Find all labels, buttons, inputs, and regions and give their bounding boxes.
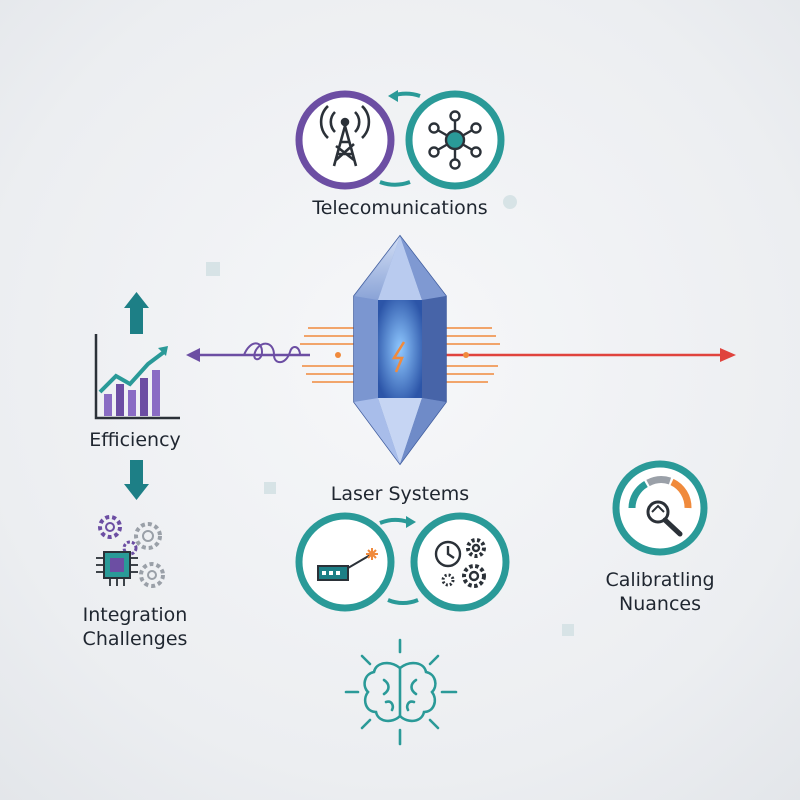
growth-chart-icon [94,334,180,420]
laser-beam [186,327,736,383]
efficiency-group [94,292,180,500]
calibration-nuances-label: Calibratling Nuances [590,568,730,616]
radio-tower-icon [319,105,371,167]
arrow-up-icon [124,292,149,334]
telecom-label: Telecomunications [312,197,488,219]
efficiency-label: Efficiency [89,429,181,451]
telecom-icon-group [295,90,505,190]
brain-icon [344,638,458,746]
integration-label-line-2: Challenges [82,628,188,650]
crystal-icon [353,234,447,466]
gauge-wrench-icon [612,460,708,556]
network-hub-icon [428,110,482,170]
integration-challenges-label: Integration Challenges [50,603,220,651]
decorative-shapes [206,195,574,636]
chip-gears-icon [96,515,165,588]
calibration-label-line-2: Nuances [619,593,701,615]
laser-device-icon [317,548,378,581]
gears-clock-icon [434,538,486,588]
laser-systems-icon-group [295,512,510,612]
laser-systems-label: Laser Systems [330,483,470,505]
calibration-label-line-1: Calibratling [605,569,715,591]
arrow-down-icon [124,460,149,500]
integration-label-line-1: Integration [82,604,188,626]
